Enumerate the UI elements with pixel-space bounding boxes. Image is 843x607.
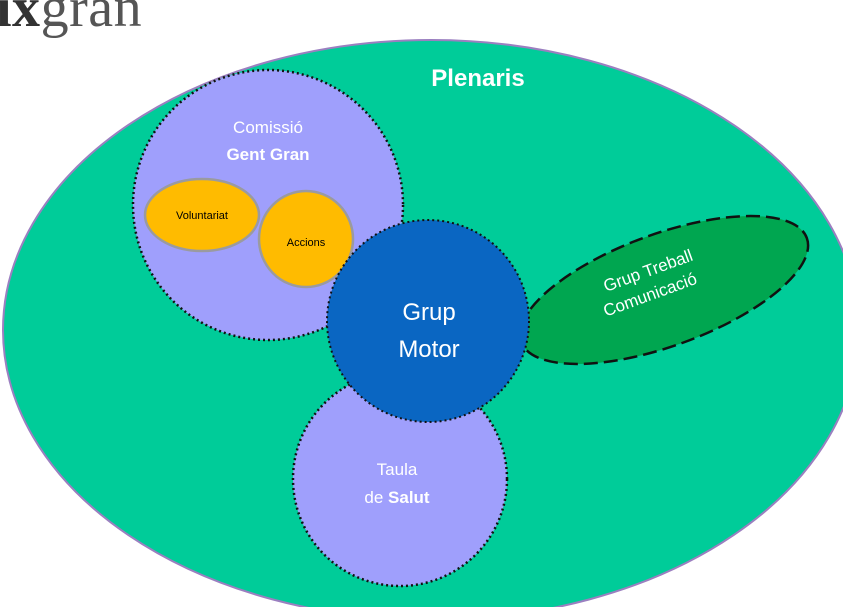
taula-line2-prefix: de [364, 488, 388, 507]
grup-motor-line2: Motor [398, 336, 459, 363]
taula-line2-bold: Salut [388, 488, 430, 507]
accions-label: Accions [287, 237, 326, 249]
logo-bold-text: ix [0, 0, 41, 39]
taula-line1: Taula [377, 460, 418, 479]
logo-light-text: gran [40, 0, 143, 39]
grup-motor-line1: Grup [402, 299, 455, 326]
comissio-line1: Comissió [233, 118, 303, 137]
voluntariat-label: Voluntariat [176, 210, 228, 222]
grup-motor-circle [326, 219, 530, 423]
taula-circle [291, 370, 509, 588]
comissio-line2: Gent Gran [226, 145, 309, 164]
voluntariat-ellipse [143, 177, 261, 253]
plenaris-label: Plenaris [431, 65, 524, 92]
taula-line2: de Salut [364, 488, 430, 507]
accions-ellipse [257, 189, 355, 289]
logo: ixgran [0, 0, 142, 36]
